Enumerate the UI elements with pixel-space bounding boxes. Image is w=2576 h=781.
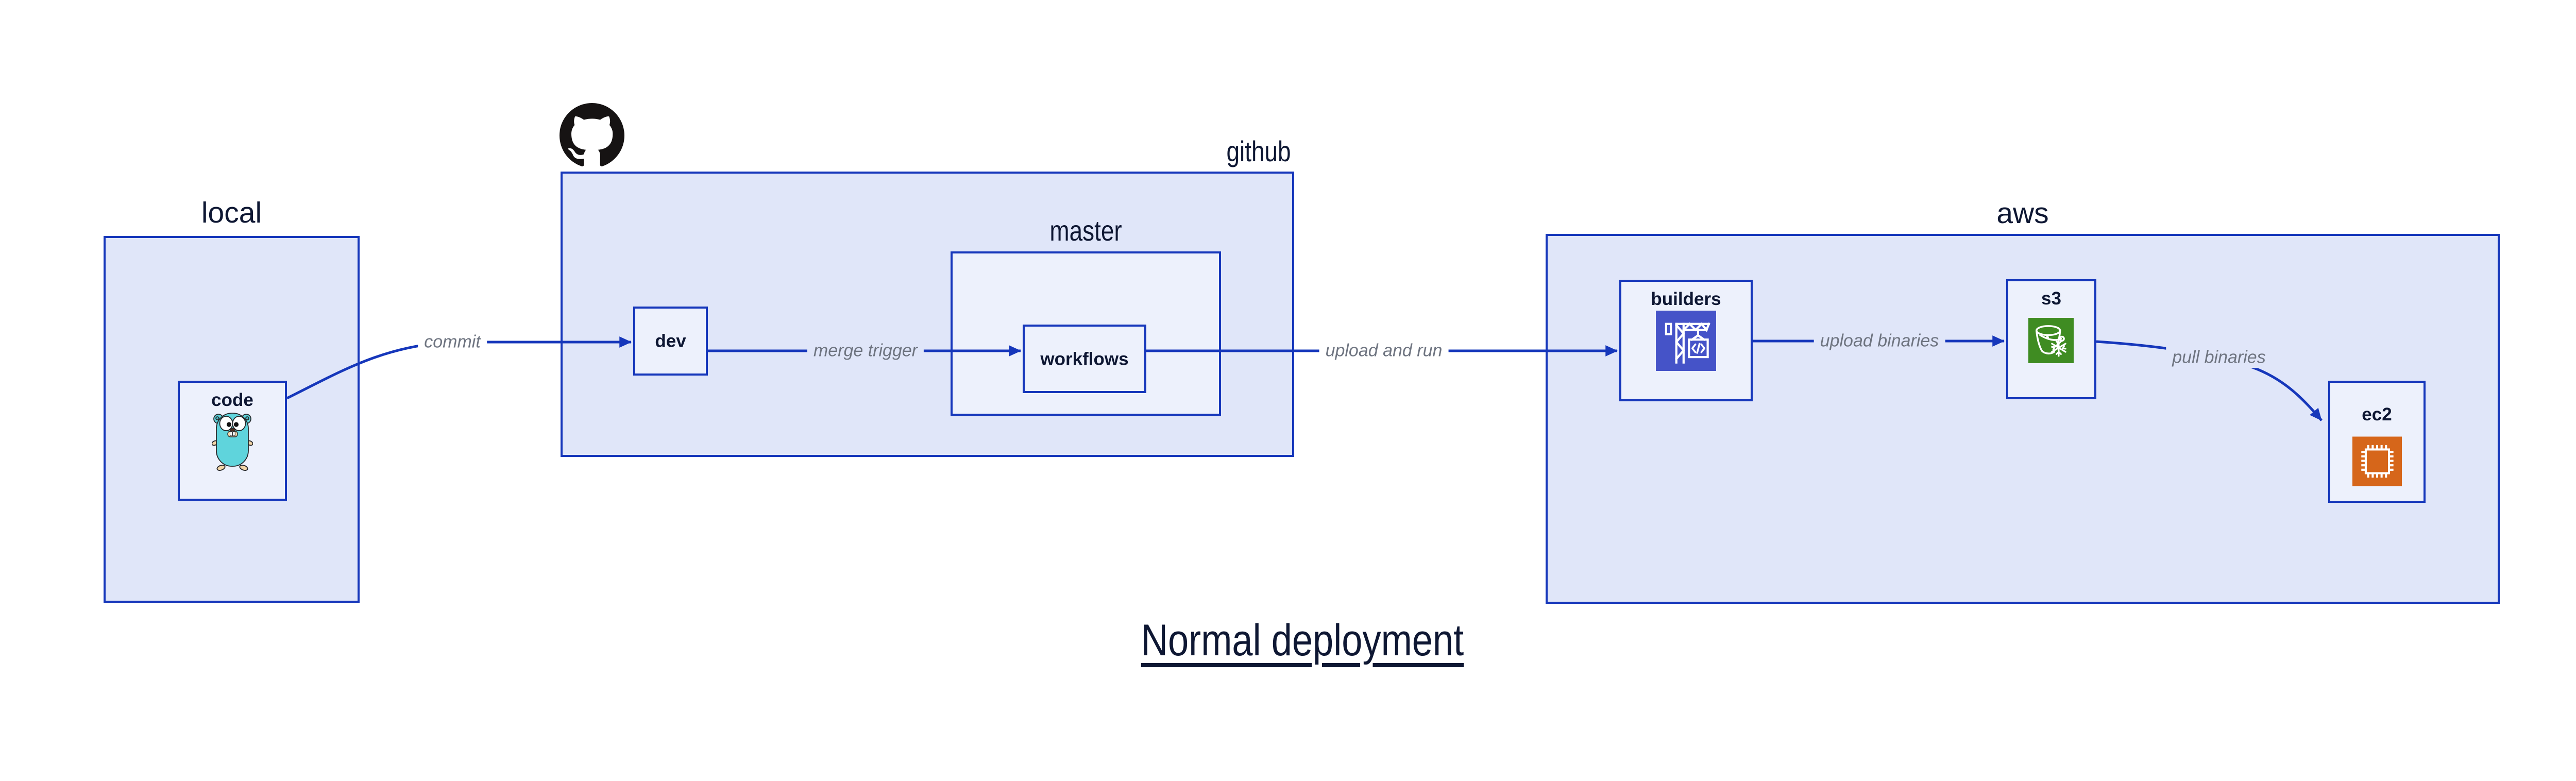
workflows-node-label: workflows <box>1040 349 1129 369</box>
s3-node-box: s3 <box>2006 279 2096 399</box>
github-group-label: github <box>1226 135 1291 167</box>
edge-upload-binaries-label: upload binaries <box>1814 330 1945 352</box>
aws-group-label: aws <box>1996 197 2049 230</box>
ec2-node-label: ec2 <box>2362 404 2392 425</box>
edge-merge-trigger-label: merge trigger <box>807 340 924 362</box>
edge-pull-binaries-label: pull binaries <box>2166 347 2272 368</box>
dev-node-label: dev <box>655 331 686 351</box>
local-group-label: local <box>201 196 262 229</box>
builders-node-box: builders <box>1619 280 1753 401</box>
github-octocat-icon <box>560 103 624 166</box>
dev-node-box: dev <box>633 307 708 376</box>
builders-node-label: builders <box>1651 289 1721 309</box>
codebuild-crane-icon <box>1656 311 1716 371</box>
workflows-node-box: workflows <box>1023 325 1146 393</box>
ec2-chip-icon <box>2352 436 2402 486</box>
edge-upload-and-run-label: upload and run <box>1319 340 1449 362</box>
s3-node-label: s3 <box>2041 288 2061 309</box>
master-group-label: master <box>1049 214 1122 247</box>
diagram-title: Normal deployment <box>1141 616 1464 665</box>
gopher-icon <box>212 413 253 471</box>
s3-glacier-bucket-icon <box>2028 318 2074 363</box>
edge-commit-label: commit <box>418 331 487 353</box>
code-node-box: code <box>178 381 287 501</box>
code-node-label: code <box>211 390 253 410</box>
ec2-node-box: ec2 <box>2328 381 2426 503</box>
